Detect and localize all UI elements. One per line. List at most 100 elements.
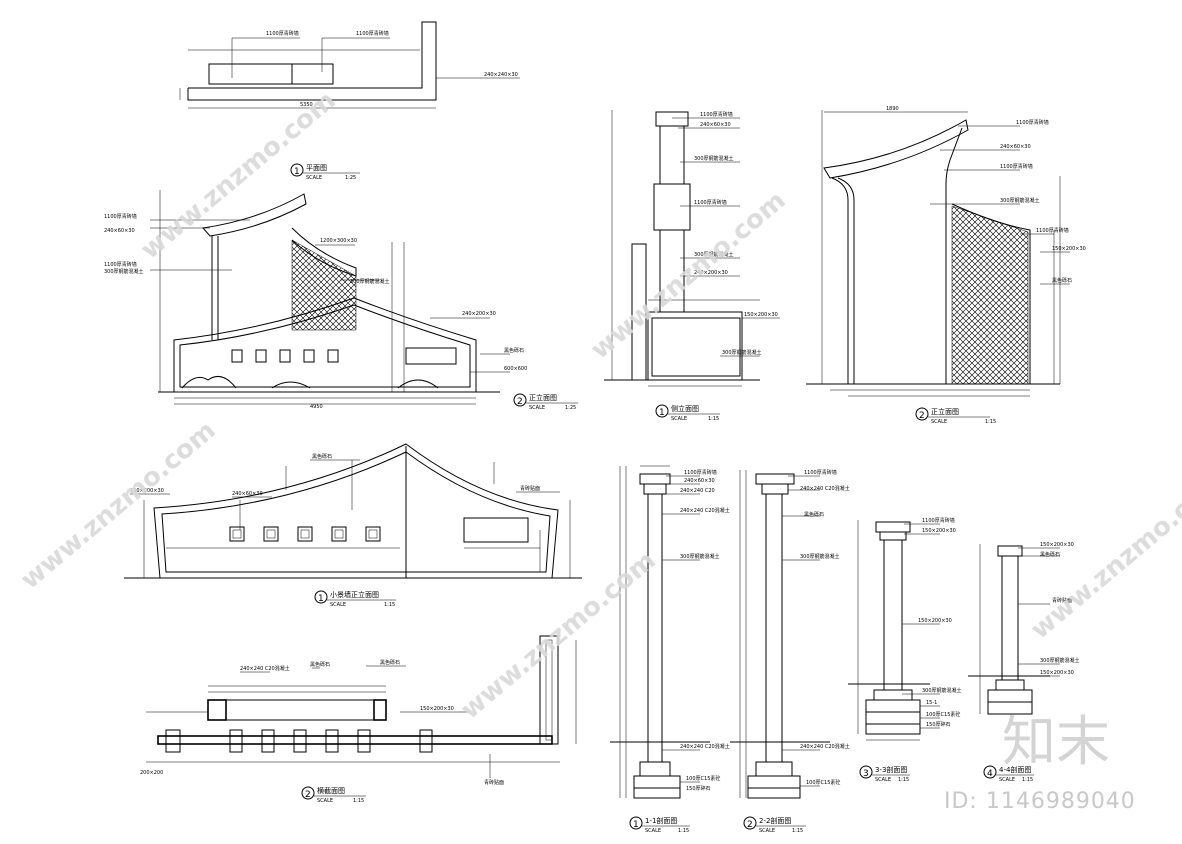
svg-text:1100厚青砖墙: 1100厚青砖墙: [700, 111, 733, 118]
svg-text:1: 1: [659, 408, 665, 418]
svg-text:1:15: 1:15: [384, 602, 395, 608]
section-plan-drawing: 240×240 C20混凝土 黑色砾石 黑色砾石 150×200×30 青砖贴面…: [140, 635, 577, 786]
svg-text:黑色砾石: 黑色砾石: [1040, 551, 1060, 558]
section-4-4-drawing: 150×200×30 黑色砾石 青砖贴面 300厚钢筋混凝土 150×200×3…: [968, 542, 1080, 715]
svg-text:1:25: 1:25: [345, 175, 356, 181]
svg-text:240×240 C20: 240×240 C20: [680, 488, 715, 494]
svg-text:知末: 知末: [1002, 710, 1110, 773]
svg-text:1100厚青砖墙: 1100厚青砖墙: [684, 469, 717, 476]
svg-text:SCALE: SCALE: [931, 419, 947, 425]
section-1-1-caption: 1 1-1剖面图 SCALE 1:15: [629, 816, 690, 834]
svg-text:SCALE: SCALE: [875, 777, 891, 783]
svg-text:300厚钢筋混凝土: 300厚钢筋混凝土: [680, 553, 720, 560]
screen-wall-drawing: 150×200×30 240×60×30 黑色砾石 青砖贴面: [124, 443, 582, 579]
svg-text:平面图: 平面图: [306, 164, 327, 172]
svg-text:2-2剖面图: 2-2剖面图: [759, 816, 791, 825]
section-2-2-drawing: 1100厚青砖墙 240×240 C20混凝土 黑色砾石 300厚钢筋混凝土 2…: [730, 469, 850, 799]
svg-text:黑色砾石: 黑色砾石: [380, 659, 400, 666]
svg-text:240×60×30: 240×60×30: [1000, 144, 1031, 150]
svg-text:1-1剖面图: 1-1剖面图: [645, 816, 677, 825]
svg-text:1:15: 1:15: [792, 828, 803, 834]
svg-text:240×240 C20混凝土: 240×240 C20混凝土: [800, 743, 850, 750]
plan-caption: 1 平面图 SCALE 1:25: [290, 163, 360, 181]
section-3-3-drawing: 1100厚青砖墙 150×200×30 150×200×30 300厚钢筋混凝土…: [848, 517, 962, 741]
svg-text:2: 2: [305, 790, 311, 800]
svg-text:1: 1: [294, 167, 300, 177]
svg-text:240×240 C20混凝土: 240×240 C20混凝土: [680, 507, 730, 514]
svg-text:240×200×30: 240×200×30: [694, 270, 728, 276]
svg-text:黑色砾石: 黑色砾石: [1052, 277, 1072, 284]
svg-text:300厚钢筋混凝土: 300厚钢筋混凝土: [104, 268, 144, 275]
front-elevation-caption: 2 正立面图 SCALE 1:25: [513, 393, 578, 411]
svg-text:300厚钢筋混凝土: 300厚钢筋混凝土: [1040, 657, 1080, 664]
svg-text:SCALE: SCALE: [529, 405, 545, 411]
svg-text:300厚钢筋混凝土: 300厚钢筋混凝土: [694, 155, 734, 162]
front-elevation-b-drawing: 1100厚青砖墙 240×60×30 1100厚青砖墙 300厚钢筋混凝土 11…: [806, 106, 1086, 397]
svg-text:黑色砾石: 黑色砾石: [312, 453, 332, 460]
svg-text:150×200×30: 150×200×30: [744, 312, 778, 318]
svg-text:黑色砾石: 黑色砾石: [804, 511, 824, 518]
svg-text:150×200×30: 150×200×30: [918, 618, 952, 624]
svg-text:1:25: 1:25: [565, 405, 576, 411]
svg-text:300厚钢筋混凝土: 300厚钢筋混凝土: [800, 553, 840, 560]
svg-text:4950: 4950: [310, 404, 323, 410]
svg-text:5350: 5350: [300, 102, 313, 108]
section-3-3-caption: 3 3-3剖面图 SCALE 1:15: [859, 765, 910, 783]
brand-logo: 知末: [1002, 710, 1110, 773]
svg-text:2: 2: [747, 820, 753, 830]
svg-text:黑色砾石: 黑色砾石: [310, 661, 330, 668]
svg-text:300厚钢筋混凝土: 300厚钢筋混凝土: [1000, 197, 1040, 204]
svg-text:1100厚青砖墙: 1100厚青砖墙: [266, 30, 299, 37]
svg-text:240×240 C20混凝土: 240×240 C20混凝土: [680, 743, 730, 750]
svg-text:150×200×30: 150×200×30: [922, 528, 956, 534]
svg-text:100厚C15素砼: 100厚C15素砼: [686, 775, 720, 782]
svg-text:2: 2: [919, 411, 925, 421]
svg-text:1100厚青砖墙: 1100厚青砖墙: [104, 213, 137, 220]
svg-text:240×60×30: 240×60×30: [104, 228, 135, 234]
svg-text:240×240×30: 240×240×30: [484, 72, 518, 78]
svg-text:1100厚青砖墙: 1100厚青砖墙: [804, 469, 837, 476]
svg-text:150×200×30: 150×200×30: [420, 706, 454, 712]
svg-text:300厚钢筋混凝土: 300厚钢筋混凝土: [922, 687, 962, 694]
svg-text:100厚C15素砼: 100厚C15素砼: [926, 711, 960, 718]
front-elevation-b-caption: 2 正立面图 SCALE 1:15: [915, 407, 996, 425]
svg-text:ID: 1146989040: ID: 1146989040: [944, 789, 1136, 814]
svg-text:1100厚青砖墙: 1100厚青砖墙: [922, 517, 955, 524]
svg-text:1100厚青砖墙: 1100厚青砖墙: [104, 261, 137, 268]
svg-text:2: 2: [517, 397, 523, 407]
side-elevation-drawing: 1100厚青砖墙 240×60×30 300厚钢筋混凝土 1100厚青砖墙 30…: [604, 110, 780, 387]
section-plan-caption: 2 横截面图 SCALE 1:15: [301, 786, 366, 804]
svg-text:SCALE: SCALE: [645, 828, 661, 834]
svg-text:正立面图: 正立面图: [931, 407, 959, 416]
front-elevation-drawing: 1100厚青砖墙 240×60×30 1100厚青砖墙 300厚钢筋混凝土 12…: [104, 190, 527, 410]
svg-text:100厚C15素砼: 100厚C15素砼: [806, 779, 840, 786]
svg-text:1100厚青砖墙: 1100厚青砖墙: [356, 30, 389, 37]
svg-text:青砖贴面: 青砖贴面: [484, 779, 504, 786]
svg-text:SCALE: SCALE: [671, 416, 687, 422]
svg-text:1890: 1890: [886, 106, 899, 112]
svg-text:4-4剖面图: 4-4剖面图: [999, 765, 1031, 774]
svg-text:SCALE: SCALE: [306, 175, 322, 181]
svg-text:1:15: 1:15: [1022, 777, 1033, 783]
svg-text:侧立面图: 侧立面图: [671, 404, 699, 413]
svg-text:200×200: 200×200: [140, 770, 163, 776]
svg-text:150厚碎石: 150厚碎石: [686, 785, 711, 792]
svg-text:1:15: 1:15: [353, 798, 364, 804]
plan-drawing: 1100厚青砖墙 1100厚青砖墙 240×240×30 5350: [179, 21, 520, 109]
svg-text:小景墙正立面图: 小景墙正立面图: [330, 590, 379, 599]
svg-text:SCALE: SCALE: [317, 798, 333, 804]
svg-text:4: 4: [987, 769, 993, 779]
svg-text:1:15: 1:15: [678, 828, 689, 834]
svg-text:240×240 C20混凝土: 240×240 C20混凝土: [800, 485, 850, 492]
svg-text:15-1: 15-1: [926, 700, 937, 706]
svg-text:1100厚青砖墙: 1100厚青砖墙: [694, 199, 727, 206]
svg-text:横截面图: 横截面图: [317, 786, 345, 795]
section-1-1-drawing: 1100厚青砖墙 240×60×30 240×240 C20 240×240 C…: [610, 465, 730, 799]
svg-text:150×200×30: 150×200×30: [1040, 670, 1074, 676]
svg-text:青砖贴面: 青砖贴面: [1052, 597, 1072, 604]
svg-text:240×240 C20混凝土: 240×240 C20混凝土: [240, 665, 290, 672]
svg-text:240×60×30: 240×60×30: [684, 478, 715, 484]
svg-text:3: 3: [863, 769, 869, 779]
svg-text:1:15: 1:15: [708, 416, 719, 422]
